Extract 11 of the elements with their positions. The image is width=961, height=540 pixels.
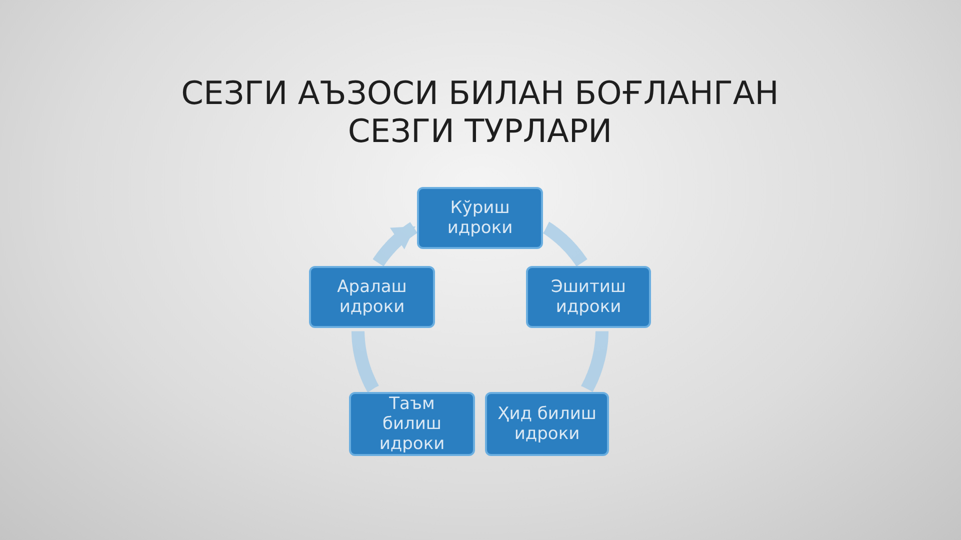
box-label: Таъм билиш идроки (378, 394, 446, 454)
box-label: Аралаш идроки (336, 277, 408, 317)
process-box (349, 392, 475, 456)
process-box (485, 392, 609, 456)
box-label: Кўриш идроки (446, 198, 514, 238)
process-box (417, 187, 543, 249)
title: СЕЗГИ АЪЗОСИ БИЛАН БОҒЛАНГАН СЕЗГИ ТУРЛАРИ (180, 74, 780, 150)
process-box (526, 266, 651, 328)
box-label: Ҳид билиш идроки (496, 404, 598, 444)
box-label: Эшитиш идроки (550, 277, 627, 317)
process-box (309, 266, 435, 328)
